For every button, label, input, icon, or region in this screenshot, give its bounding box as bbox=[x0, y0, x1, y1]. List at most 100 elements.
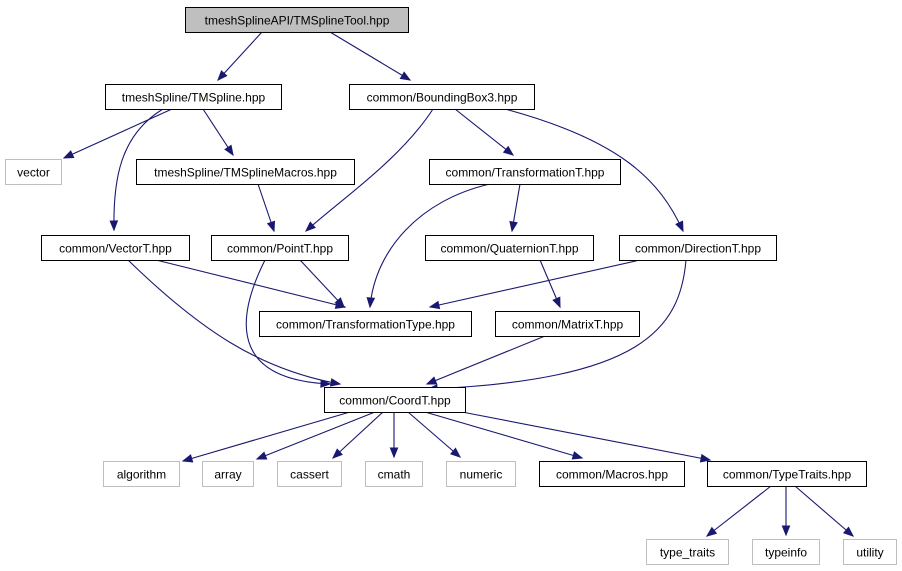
node-label: type_traits bbox=[660, 546, 715, 560]
arrowhead bbox=[428, 300, 441, 310]
node-type_traits: type_traits bbox=[646, 539, 729, 565]
node-dirT[interactable]: common/DirectionT.hpp bbox=[619, 235, 777, 261]
node-typetraits[interactable]: common/TypeTraits.hpp bbox=[707, 461, 867, 487]
node-box bbox=[5, 159, 62, 185]
edge-line bbox=[217, 31, 263, 81]
node-label: common/QuaternionT.hpp bbox=[440, 242, 578, 256]
edge-bbox3-to-transT bbox=[454, 108, 515, 156]
edge-line bbox=[424, 411, 583, 459]
node-box bbox=[211, 235, 349, 261]
node-box bbox=[277, 461, 342, 487]
arrowhead bbox=[425, 376, 438, 385]
node-label: numeric bbox=[460, 468, 503, 482]
node-numeric: numeric bbox=[446, 461, 516, 487]
node-bbox3[interactable]: common/BoundingBox3.hpp bbox=[349, 84, 535, 110]
node-label: algorithm bbox=[117, 468, 166, 482]
node-label: common/PointT.hpp bbox=[227, 242, 333, 256]
edge-coordT-to-cassert bbox=[332, 411, 384, 459]
edge-line bbox=[329, 31, 411, 81]
node-box bbox=[752, 539, 820, 565]
node-label: tmeshSpline/TMSpline.hpp bbox=[122, 91, 266, 105]
edge-bbox3-to-dirT bbox=[504, 108, 684, 233]
edge-line bbox=[332, 411, 384, 459]
node-box bbox=[349, 84, 535, 110]
node-box bbox=[202, 461, 254, 487]
node-label: tmeshSplineAPI/TMSplineTool.hpp bbox=[205, 14, 390, 28]
edge-line bbox=[127, 259, 341, 385]
node-box bbox=[446, 461, 516, 487]
edge-transT-to-transType bbox=[366, 183, 491, 309]
edge-typetraits-to-typeinfo bbox=[781, 486, 791, 537]
arrowhead bbox=[109, 220, 119, 232]
edge-line bbox=[63, 108, 173, 159]
node-coordT[interactable]: common/CoordT.hpp bbox=[324, 387, 466, 413]
node-label: cassert bbox=[290, 468, 329, 482]
node-label: common/DirectionT.hpp bbox=[635, 242, 761, 256]
arrowhead bbox=[399, 71, 412, 81]
node-box bbox=[259, 311, 472, 337]
node-root[interactable]: tmeshSplineAPI/TMSplineTool.hpp bbox=[185, 7, 409, 33]
nodes-layer: tmeshSplineAPI/TMSplineTool.hpp tmeshSpli… bbox=[5, 7, 897, 565]
edge-line bbox=[427, 259, 687, 390]
arrowhead bbox=[329, 378, 342, 387]
edge-typetraits-to-type_traits bbox=[705, 485, 772, 537]
arrowhead bbox=[181, 454, 194, 463]
node-cmacros[interactable]: common/Macros.hpp bbox=[539, 461, 685, 487]
edge-line bbox=[305, 108, 434, 232]
arrowhead bbox=[571, 451, 584, 460]
edge-line bbox=[299, 259, 345, 308]
node-box bbox=[136, 159, 355, 185]
node-box bbox=[425, 235, 594, 261]
arrowhead bbox=[502, 145, 515, 156]
node-quatT[interactable]: common/QuaternionT.hpp bbox=[425, 235, 594, 261]
edge-line bbox=[256, 411, 376, 460]
node-label: common/TypeTraits.hpp bbox=[723, 468, 852, 482]
arrowhead bbox=[675, 220, 684, 233]
node-label: common/VectorT.hpp bbox=[59, 242, 172, 256]
node-array: array bbox=[202, 461, 254, 487]
edge-root-to-tmspline bbox=[217, 31, 263, 81]
edge-line bbox=[245, 259, 331, 385]
node-pointT[interactable]: common/PointT.hpp bbox=[211, 235, 349, 261]
node-transType[interactable]: common/TransformationType.hpp bbox=[259, 311, 472, 337]
arrowhead bbox=[509, 220, 518, 233]
node-label: common/MatrixT.hpp bbox=[512, 318, 624, 332]
arrowhead bbox=[224, 144, 234, 157]
node-algorithm: algorithm bbox=[103, 461, 180, 487]
node-utility: utility bbox=[843, 539, 897, 565]
node-vector: vector bbox=[5, 159, 62, 185]
edge-tmspline-to-vector bbox=[62, 108, 173, 159]
node-label: tmeshSpline/TMSplineMacros.hpp bbox=[154, 166, 337, 180]
edge-coordT-to-array bbox=[255, 411, 376, 460]
edge-line bbox=[504, 108, 684, 232]
edge-line bbox=[182, 411, 351, 462]
arrowhead bbox=[217, 70, 228, 81]
node-transT[interactable]: common/TransformationT.hpp bbox=[429, 159, 621, 185]
edge-vectorT-to-transType bbox=[155, 259, 347, 309]
node-box bbox=[707, 461, 867, 487]
node-vectorT[interactable]: common/VectorT.hpp bbox=[41, 235, 190, 261]
edge-quatT-to-matrixT bbox=[539, 259, 561, 309]
node-macros_tm[interactable]: tmeshSpline/TMSplineMacros.hpp bbox=[136, 159, 355, 185]
arrowhead bbox=[320, 379, 332, 388]
arrowhead bbox=[332, 448, 343, 459]
arrowhead bbox=[266, 220, 276, 233]
edge-line bbox=[429, 259, 641, 308]
edge-tmspline-to-macros_tm bbox=[202, 108, 234, 157]
edge-line bbox=[454, 108, 514, 156]
node-cassert: cassert bbox=[277, 461, 342, 487]
edge-coordT-to-cmacros bbox=[424, 411, 584, 460]
arrowhead bbox=[255, 451, 268, 460]
node-typeinfo: typeinfo bbox=[752, 539, 820, 565]
edge-line bbox=[794, 485, 854, 537]
node-tmspline[interactable]: tmeshSpline/TMSpline.hpp bbox=[105, 84, 282, 110]
node-label: common/TransformationT.hpp bbox=[446, 166, 605, 180]
arrowhead bbox=[705, 526, 718, 537]
node-matrixT[interactable]: common/MatrixT.hpp bbox=[495, 311, 640, 337]
arrowhead bbox=[552, 296, 561, 309]
arrowhead bbox=[334, 297, 345, 308]
edge-line bbox=[461, 411, 711, 461]
node-box bbox=[103, 461, 180, 487]
edge-coordT-to-cmath bbox=[389, 412, 399, 459]
